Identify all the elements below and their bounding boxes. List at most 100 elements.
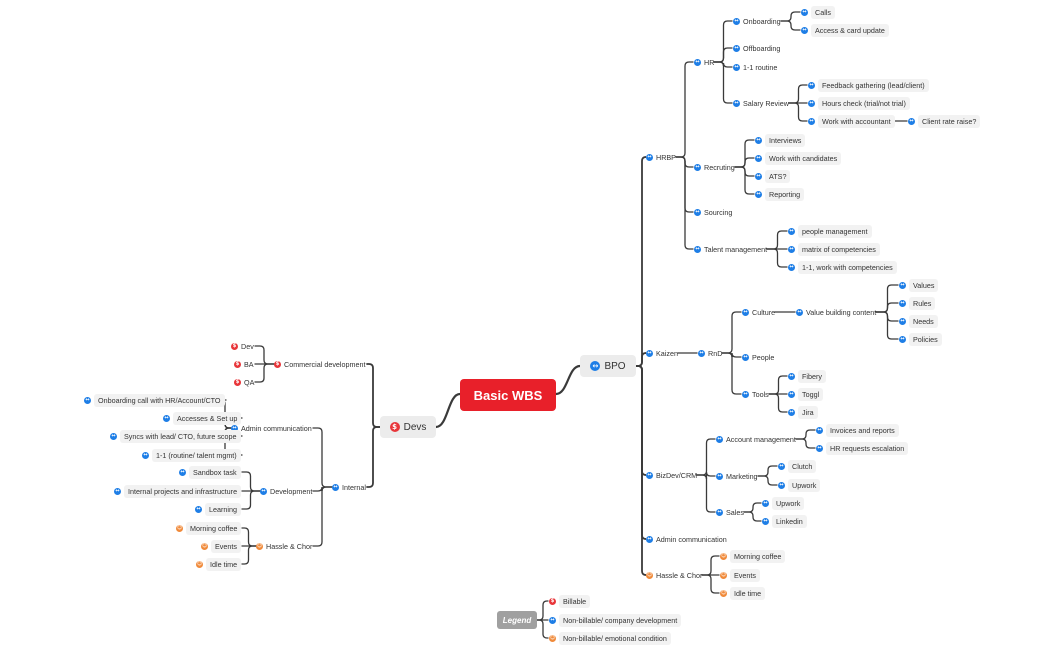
- node-bpo-bizdev-marketing-clutch[interactable]: ↔Clutch: [778, 459, 817, 473]
- non-billable-company-icon: ↔: [733, 63, 740, 71]
- node-bpo-kaizen-rnd-tools-label[interactable]: ↔Tools: [742, 390, 769, 398]
- node-devs-internal-admin-label[interactable]: ↔Admin communication: [231, 424, 312, 432]
- node-bpo-hrbp-hr-label[interactable]: ↔HR: [694, 57, 715, 67]
- node-devs-internal-admin-accesses[interactable]: ↔Accesses & Set up: [163, 411, 242, 425]
- node-bpo-kaizen-rnd-culture-vbc-needs[interactable]: ↔Needs: [899, 314, 938, 328]
- connector-bhassle-bidle: [701, 574, 720, 594]
- node-label: Jira: [798, 405, 818, 419]
- node-bpo-hrbp-recruiting-ats[interactable]: ↔ATS?: [755, 169, 791, 183]
- node-bpo-kaizen-rnd-tools-fibery[interactable]: ↔Fibery: [788, 369, 826, 383]
- node-bpo-bizdev-account-escalation[interactable]: ↔HR requests escalation: [816, 441, 909, 455]
- node-devs-internal-admin-onboarding[interactable]: ↔Onboarding call with HR/Account/CTO: [84, 393, 225, 407]
- node-legend-emotional[interactable]: ☺Non-billable/ emotional condition: [549, 631, 671, 645]
- node-legend-company[interactable]: ↔Non-billable/ company development: [549, 613, 682, 627]
- connector-tools-fibery: [768, 375, 788, 395]
- root-node-basic-wbs[interactable]: Basic WBS: [460, 379, 556, 411]
- node-bpo-hrbp-hr-salary-label[interactable]: ↔Salary Review: [733, 99, 789, 107]
- node-bpo-kaizen-rnd-culture-vbc-label[interactable]: ↔Value building content: [796, 308, 876, 316]
- node-bpo-hrbp-hr-salary-accountant[interactable]: ↔Work with accountant: [808, 114, 895, 128]
- node-bpo-bizdev-marketing-upwork[interactable]: ↔Upwork: [778, 478, 821, 492]
- node-label: Feedback gathering (lead/client): [818, 78, 929, 92]
- non-billable-company-icon: ↔: [694, 245, 701, 253]
- connector-internal-dadmin: [312, 427, 333, 488]
- node-bpo-hrbp-hr-salary-raise[interactable]: ↔Client rate raise?: [908, 114, 981, 128]
- node-devs-commercial-label[interactable]: $Commercial development: [274, 360, 366, 368]
- node-bpo-kaizen-rnd-people[interactable]: ↔People: [742, 353, 774, 361]
- node-devs-commercial-dev[interactable]: $Dev: [231, 342, 254, 350]
- node-bpo-kaizen-rnd-tools-jira[interactable]: ↔Jira: [788, 405, 818, 419]
- node-label: BizDev/CRM: [656, 470, 698, 480]
- node-devs-commercial-ba[interactable]: $BA: [234, 360, 254, 368]
- node-devs-internal-admin-syncs[interactable]: ↔Syncs with lead/ CTO, future scope: [110, 429, 241, 443]
- node-devs-internal-hassle-label[interactable]: ☺Hassle & Chor: [256, 542, 312, 550]
- node-bpo-kaizen-rnd-label[interactable]: ↔RnD: [698, 349, 722, 357]
- node-bpo-hrbp-talent-matrix[interactable]: ↔matrix of competencies: [788, 242, 880, 256]
- node-bpo-kaizen-label[interactable]: ↔Kaizen: [646, 349, 678, 357]
- devs-node[interactable]: $Devs: [380, 416, 436, 438]
- connector-internal-dhassle: [312, 486, 333, 547]
- node-bpo-hrbp-hr-offboarding[interactable]: ↔Offboarding: [733, 44, 780, 52]
- node-bpo-hrbp-recruiting-interviews[interactable]: ↔Interviews: [755, 133, 806, 147]
- node-bpo-hrbp-recruiting-reporting[interactable]: ↔Reporting: [755, 187, 805, 201]
- node-devs-internal-development-label[interactable]: ↔Development: [260, 487, 312, 495]
- node-bpo-hrbp-hr-onboarding-label[interactable]: ↔Onboarding: [733, 17, 781, 25]
- node-bpo-hrbp-hr-routine[interactable]: ↔1-1 routine: [733, 63, 777, 71]
- non-billable-company-icon: ↔: [260, 487, 267, 495]
- node-bpo-bizdev-label[interactable]: ↔BizDev/CRM: [646, 470, 698, 480]
- node-bpo-kaizen-rnd-culture-vbc-policies[interactable]: ↔Policies: [899, 332, 942, 346]
- node-bpo-hrbp-recruiting-candidates[interactable]: ↔Work with candidates: [755, 151, 842, 165]
- node-devs-internal-development-sandbox[interactable]: ↔Sandbox task: [179, 465, 241, 479]
- node-legend-billable[interactable]: $Billable: [549, 594, 591, 608]
- node-bpo-hassle-label[interactable]: ☺Hassle & Chor: [646, 571, 702, 579]
- node-bpo-hassle-coffee[interactable]: ☺Morning coffee: [720, 549, 786, 563]
- node-bpo-kaizen-rnd-culture-vbc-rules[interactable]: ↔Rules: [899, 296, 936, 310]
- node-devs-internal-label[interactable]: ↔Internal: [332, 483, 366, 491]
- node-bpo-hrbp-hr-onboarding-access[interactable]: ↔Access & card update: [801, 23, 889, 37]
- node-devs-internal-hassle-idle[interactable]: ☺Idle time: [196, 557, 242, 571]
- node-bpo-admin[interactable]: ↔Admin communication: [646, 535, 727, 543]
- node-bpo-bizdev-account-label[interactable]: ↔Account management: [716, 435, 796, 443]
- node-bpo-hrbp-talent-people[interactable]: ↔people management: [788, 224, 872, 238]
- node-bpo-hrbp-label[interactable]: ↔HRBP: [646, 153, 676, 161]
- connector-talent-work: [766, 248, 788, 268]
- node-label: Access & card update: [811, 23, 889, 37]
- node-devs-commercial-qa[interactable]: $QA: [234, 378, 254, 386]
- node-bpo-hrbp-talent-label[interactable]: ↔Talent management: [694, 245, 767, 253]
- node-bpo-hrbp-hr-onboarding-calls[interactable]: ↔Calls: [801, 5, 835, 19]
- connector-comm-dev: [254, 345, 275, 365]
- node-label: people management: [798, 224, 872, 238]
- node-bpo-bizdev-account-invoices[interactable]: ↔Invoices and reports: [816, 423, 899, 437]
- node-devs-internal-admin-routine[interactable]: ↔1-1 (routine/ talent mgmt): [142, 448, 241, 462]
- node-bpo-hrbp-hr-salary-hours[interactable]: ↔Hours check (trial/not trial): [808, 96, 910, 110]
- connector-accmgmt-invoices: [795, 429, 816, 440]
- node-bpo-kaizen-rnd-culture-vbc-values[interactable]: ↔Values: [899, 278, 939, 292]
- node-bpo-hrbp-hr-salary-feedback[interactable]: ↔Feedback gathering (lead/client): [808, 78, 929, 92]
- node-bpo-bizdev-marketing-label[interactable]: ↔Marketing: [716, 472, 758, 480]
- node-bpo-kaizen-rnd-tools-toggl[interactable]: ↔Toggl: [788, 387, 824, 401]
- node-bpo-bizdev-sales-upwork[interactable]: ↔Upwork: [762, 496, 805, 510]
- node-bpo-hrbp-recruiting-label[interactable]: ↔Recruting: [694, 163, 735, 171]
- node-devs-internal-development-projects[interactable]: ↔Internal projects and infrastructure: [114, 484, 242, 498]
- non-billable-company-icon: ↔: [778, 481, 785, 489]
- node-label: Rules: [909, 296, 936, 310]
- connector-ddev-dlearn: [241, 490, 261, 510]
- node-bpo-hrbp-talent-work[interactable]: ↔1-1, work with competencies: [788, 260, 897, 274]
- bpo-node[interactable]: ↔BPO: [580, 355, 636, 377]
- node-bpo-hrbp-sourcing[interactable]: ↔Sourcing: [694, 208, 732, 216]
- node-label: Policies: [909, 332, 942, 346]
- root-to-devs-connector: [434, 392, 462, 429]
- connector-rnd-tools: [721, 352, 742, 395]
- node-bpo-kaizen-rnd-culture-label[interactable]: ↔Culture: [742, 308, 775, 316]
- non-billable-company-icon: ↔: [694, 163, 701, 171]
- node-bpo-hassle-idle[interactable]: ☺Idle time: [720, 586, 766, 600]
- node-bpo-bizdev-sales-label[interactable]: ↔Sales: [716, 508, 744, 516]
- node-devs-internal-hassle-coffee[interactable]: ☺Morning coffee: [176, 521, 242, 535]
- non-billable-company-icon: ↔: [788, 390, 795, 398]
- non-billable-company-icon: ↔: [733, 17, 740, 25]
- node-label: Hours check (trial/not trial): [818, 96, 910, 110]
- node-label: HR: [704, 57, 715, 67]
- node-bpo-bizdev-sales-linkedin[interactable]: ↔Linkedin: [762, 514, 807, 528]
- node-devs-internal-development-learning[interactable]: ↔Learning: [195, 502, 241, 516]
- node-devs-internal-hassle-events[interactable]: ☺Events: [201, 539, 241, 553]
- node-bpo-hassle-events[interactable]: ☺Events: [720, 568, 760, 582]
